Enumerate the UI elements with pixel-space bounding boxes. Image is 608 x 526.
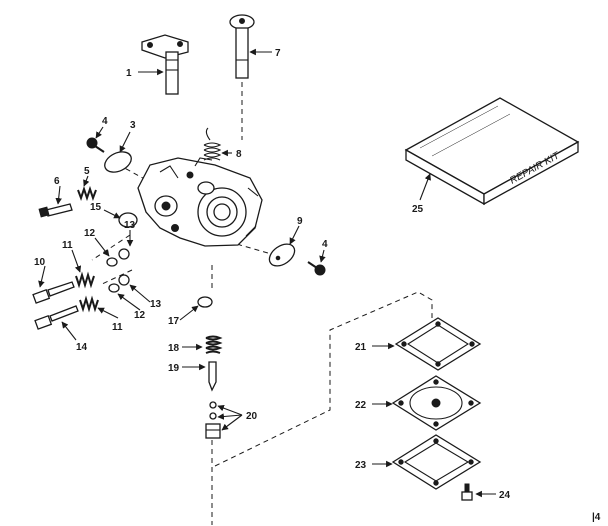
part-21-gasket — [394, 317, 482, 371]
callout-5: 5 — [84, 166, 90, 177]
part-1-throttle-shaft — [141, 34, 189, 95]
part-12-washer-bottom — [108, 283, 120, 293]
part-15-welch-plug — [118, 212, 138, 228]
part-18-spring — [205, 335, 223, 354]
callout-20: 20 — [246, 411, 258, 422]
part-7-choke-shaft — [229, 14, 255, 79]
part-3-throttle-plate — [104, 151, 132, 173]
callout-4-top: 4 — [102, 116, 108, 127]
part-23-cover — [391, 434, 482, 490]
part-11-spring-bottom — [79, 295, 99, 313]
callout-4-right: 4 — [322, 239, 328, 250]
callout-13-bottom: 13 — [150, 299, 162, 310]
part-11-spring-top — [75, 271, 95, 289]
callout-12-top: 12 — [84, 228, 96, 239]
callout-18: 18 — [168, 343, 180, 354]
part-10-needle-top — [32, 281, 75, 304]
callout-15: 15 — [90, 202, 102, 213]
callout-11-top: 11 — [62, 240, 73, 251]
carburetor-body — [137, 157, 263, 247]
part-14-needle-bottom — [34, 305, 79, 330]
callout-numbers: 1 7 3 4 8 5 6 15 9 4 13 12 11 10 13 12 1… — [34, 48, 601, 523]
part-4-screw-top — [86, 137, 105, 153]
callout-10: 10 — [34, 257, 46, 268]
callout-3: 3 — [130, 120, 136, 131]
part-6-idle-screw — [38, 203, 73, 218]
part-9-choke-plate — [268, 243, 296, 267]
part-13-oring-bottom — [118, 274, 130, 286]
callout-7: 7 — [275, 48, 281, 59]
callout-6: 6 — [54, 176, 60, 187]
callout-17: 17 — [168, 316, 180, 327]
callout-13-top: 13 — [124, 220, 136, 231]
callout-23: 23 — [355, 460, 367, 471]
part-25-repair-kit: REPAIR KIT — [404, 97, 580, 206]
callout-8: 8 — [236, 149, 242, 160]
part-5-spring — [77, 185, 97, 202]
callout-21: 21 — [355, 342, 367, 353]
callout-1: 1 — [126, 68, 132, 79]
leader-lines — [38, 48, 496, 498]
part-20-seat — [205, 401, 221, 439]
part-12-washer-top — [106, 257, 118, 267]
part-19-inlet-needle — [208, 361, 217, 392]
callout-24: 24 — [499, 490, 511, 501]
callout-12-bottom: 12 — [134, 310, 146, 321]
assembly-dash-lines — [91, 82, 433, 525]
part-22-diaphragm — [391, 375, 482, 431]
callout-19: 19 — [168, 363, 180, 374]
callout-9: 9 — [297, 216, 303, 227]
callout-14: 14 — [76, 342, 88, 353]
callout-22: 22 — [355, 400, 367, 411]
callout-11-bottom: 11 — [112, 322, 123, 333]
callout-25: 25 — [412, 204, 424, 215]
part-8-spring — [203, 127, 222, 161]
part-24-screw — [461, 483, 473, 501]
part-13-oring-top — [118, 248, 130, 260]
corner-mark: |4 — [592, 512, 601, 523]
part-4-screw-right — [307, 261, 326, 276]
part-17-gasket — [197, 296, 213, 308]
